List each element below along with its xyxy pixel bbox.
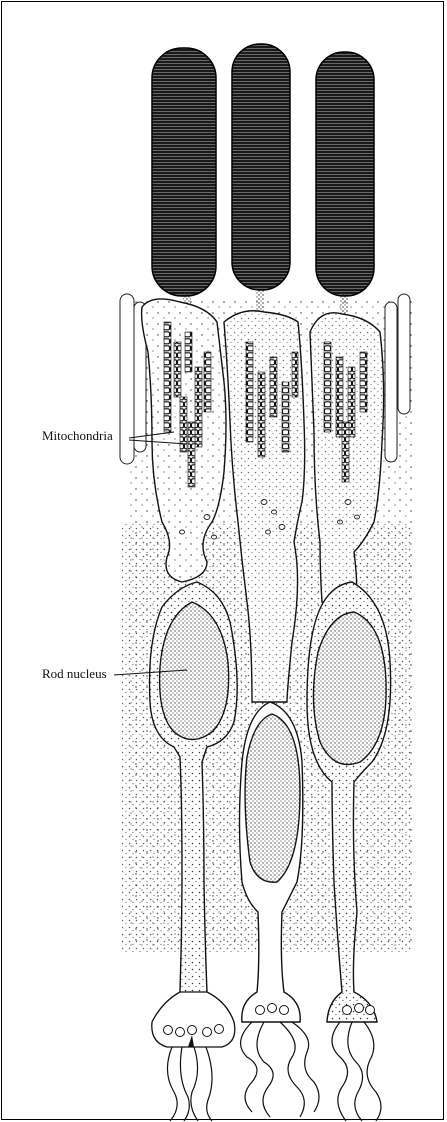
outer-segment-left	[152, 48, 216, 296]
mitochondria-label: Mitochondria	[42, 428, 113, 444]
rod-nucleus-label: Rod nucleus	[42, 666, 107, 682]
outer-segment-middle	[232, 44, 290, 290]
synaptic-terminal-left	[152, 992, 235, 1047]
outer-segment-right	[316, 52, 374, 296]
